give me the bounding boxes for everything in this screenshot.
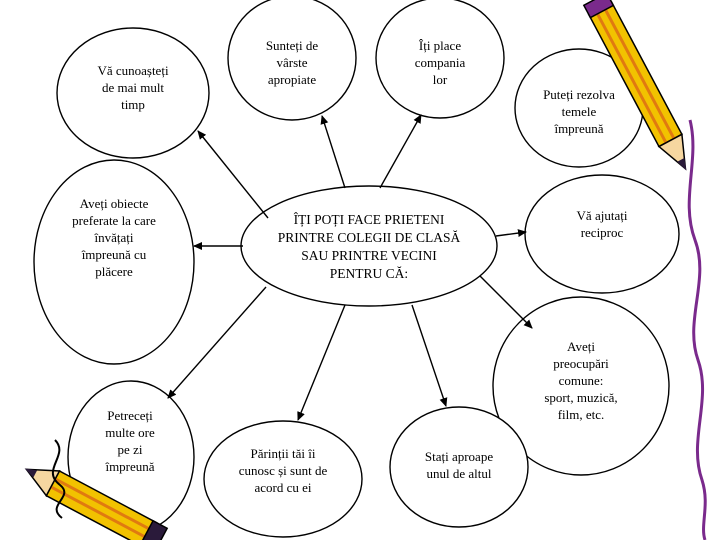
arrow-to-know-long — [198, 131, 268, 218]
label-favorite-subjects: Aveți obiecte preferate la care învățați… — [49, 195, 179, 280]
label-spend-hours: Petreceți multe ore pe zi împreună — [80, 407, 180, 475]
arrow-to-like-company — [380, 115, 421, 188]
label-live-close: Stați aproape unul de altul — [401, 448, 517, 482]
arrow-to-common-interests — [480, 276, 532, 328]
arrow-to-live-close — [412, 305, 446, 406]
arrow-to-similar-age — [322, 116, 345, 188]
arrow-to-help-each-other — [496, 232, 526, 236]
label-help-each-other: Vă ajutați reciproc — [548, 207, 656, 241]
decorative-wavy-line — [689, 120, 705, 540]
label-similar-age: Sunteți de vârste apropiate — [238, 37, 346, 88]
label-like-company: Îți place compania lor — [386, 37, 494, 88]
label-know-long: Vă cunoașteți de mai mult timp — [73, 62, 193, 113]
label-parents-know: Părinții tăi îi cunosc și sunt de acord … — [218, 445, 348, 496]
label-solve-together: Puteți rezolva temele împreună — [525, 86, 633, 137]
label-center: ÎȚI POȚI FACE PRIETENI PRINTRE COLEGII D… — [249, 211, 489, 283]
label-common-interests: Aveți preocupări comune: sport, muzică, … — [521, 338, 641, 423]
arrow-to-parents-know — [298, 305, 345, 420]
